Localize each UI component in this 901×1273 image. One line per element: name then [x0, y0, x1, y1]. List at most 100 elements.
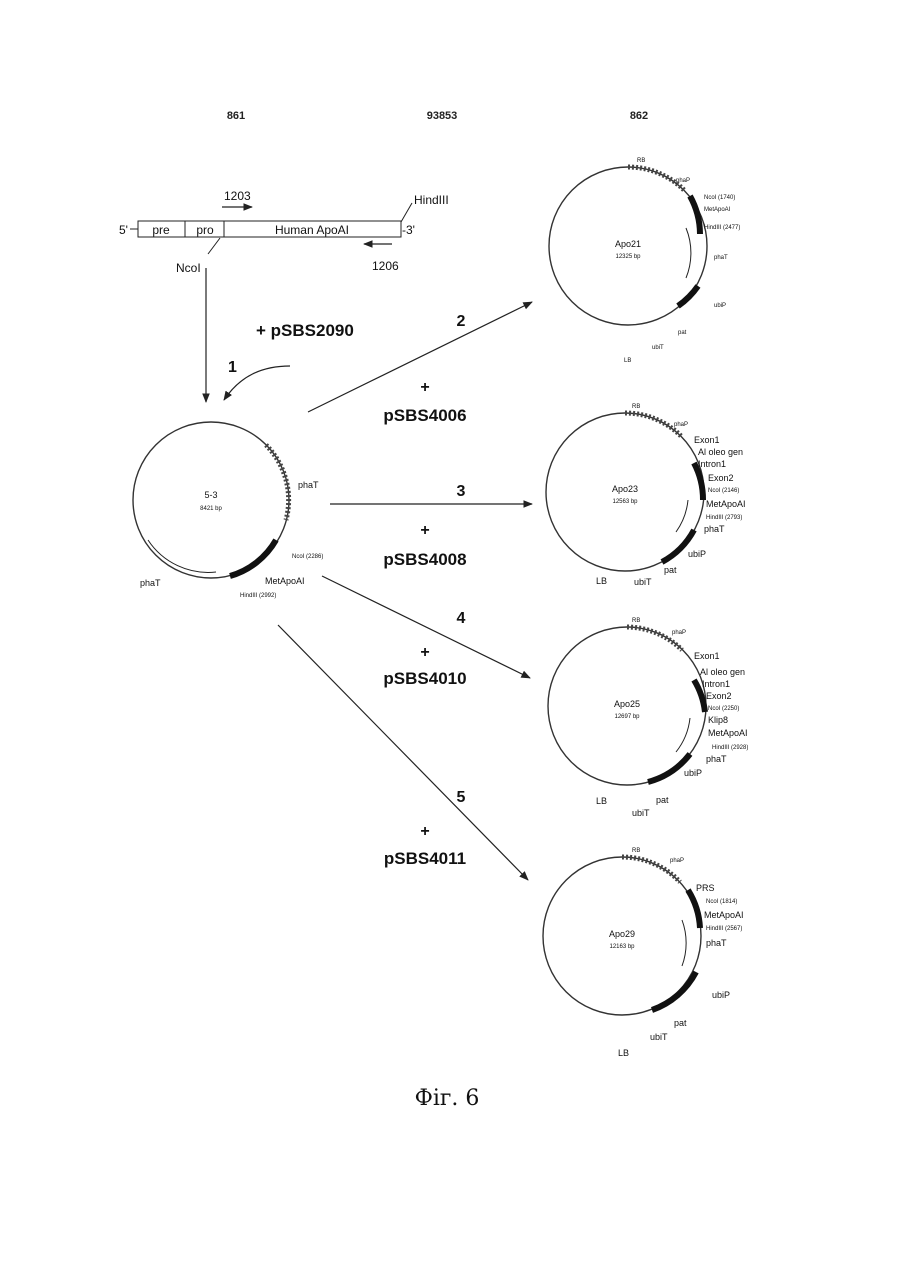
plasmid-5-3-hatched-region — [266, 445, 289, 520]
primer-forward-label: 1203 — [224, 189, 251, 203]
plasmid-5-3-metapoai-segment — [230, 540, 276, 576]
apo23-label-metapoai: MetApoAI — [706, 499, 746, 509]
apo29-label-ubit: ubiT — [650, 1032, 668, 1042]
header-right-number: 862 — [630, 110, 648, 122]
apo29-label-metapoai: MetApoAI — [704, 910, 744, 920]
primer-reverse-label: 1206 — [372, 259, 399, 273]
apo25-label-exon2: Exon2 — [706, 691, 732, 701]
apo23-label-intron1: Intron1 — [698, 459, 726, 469]
apo25-label-pat: pat — [656, 795, 669, 805]
step3-number: 3 — [457, 483, 466, 500]
apo25-label-rb: RB — [632, 618, 640, 624]
site-hindiii-label: HindIII — [414, 193, 449, 207]
plasmid-apo29-metapoai-segment — [688, 890, 700, 928]
apo29-label-hindiii: HindIII (2567) — [706, 926, 742, 932]
plasmid-5-3-hindiii: HindIII (2992) — [240, 593, 276, 599]
plasmid-apo23: Apo23 12563 bp RB phaP Exon1 Al oleo gen… — [546, 404, 746, 587]
site-hindiii-leader — [401, 203, 412, 222]
plasmid-5-3-ncoi: NcoI (2286) — [292, 554, 323, 560]
plasmid-apo29-phat-arc — [682, 920, 686, 966]
plasmid-apo21-metapoai-segment — [690, 196, 700, 234]
apo25-label-phap: phaP — [672, 630, 686, 636]
apo29-label-prs: PRS — [696, 883, 715, 893]
apo21-label-lb: LB — [624, 358, 631, 364]
apo23-label-phat: phaT — [704, 524, 725, 534]
step5-plus: + — [420, 823, 429, 840]
plasmid-apo25: Apo25 12697 bp RB phaP Exon1 Al oleo gen… — [548, 618, 748, 818]
apo21-label-hindiii: HindIII (2477) — [704, 225, 740, 231]
apo25-label-ubip: ubiP — [684, 768, 702, 778]
apo21-label-phat: phaT — [714, 255, 728, 261]
apo21-label-ubit: ubiT — [652, 345, 664, 351]
segment-pro: pro — [196, 223, 214, 237]
apo21-label-ubip: ubiP — [714, 303, 726, 309]
apo29-label-phap: phaP — [670, 858, 684, 864]
plasmid-apo25-name: Apo25 — [614, 699, 640, 709]
step4-plasmid: pSBS4010 — [383, 669, 466, 688]
apo21-label-rb: RB — [637, 158, 645, 164]
step2-plus: + — [420, 379, 429, 396]
plasmid-apo23-size: 12563 bp — [612, 499, 638, 505]
apo25-label-lb: LB — [596, 796, 607, 806]
step3-plasmid: pSBS4008 — [383, 550, 466, 569]
plasmid-apo29-name: Apo29 — [609, 929, 635, 939]
apo23-label-pat: pat — [664, 565, 677, 575]
plasmid-5-3-size: 8421 bp — [200, 506, 222, 512]
apo25-label-hindiii: HindIII (2928) — [712, 745, 748, 751]
apo21-label-metapoai: MetApoAI — [704, 207, 731, 213]
apo25-label-phat: phaT — [706, 754, 727, 764]
plasmid-apo25-size: 12697 bp — [614, 714, 640, 720]
five-prime-label: 5' — [119, 223, 128, 237]
apo21-label-pat: pat — [678, 330, 687, 336]
segment-pre: pre — [152, 223, 170, 237]
apo25-label-exon1: Exon1 — [694, 651, 720, 661]
plasmid-apo23-phat-arc — [676, 500, 688, 532]
apo23-label-exon2: Exon2 — [708, 473, 734, 483]
site-ncoi-leader — [208, 238, 220, 254]
three-prime-label: -3' — [402, 223, 415, 237]
plasmid-apo29-ubip-segment — [652, 972, 696, 1010]
apo25-label-klip8: Klip8 — [708, 715, 728, 725]
apo23-label-ubip: ubiP — [688, 549, 706, 559]
step4-number: 4 — [457, 610, 466, 627]
apo23-label-oleo: Al oleo gen — [698, 447, 743, 457]
plasmid-5-3: 5-3 8421 bp phaT NcoI (2286) MetApoAI Hi… — [133, 422, 323, 599]
plasmid-5-3-phat-left: phaT — [140, 578, 161, 588]
header-center-number: 93853 — [427, 110, 458, 122]
arrow-step4 — [322, 576, 530, 678]
plasmid-apo21-size: 12325 bp — [615, 254, 641, 260]
linear-construct: 5' pre pro Human ApoAI -3' 1203 1206 Nco… — [119, 189, 449, 275]
step3-plus: + — [420, 522, 429, 539]
apo29-label-pat: pat — [674, 1018, 687, 1028]
plasmid-5-3-phat-right: phaT — [298, 480, 319, 490]
step5-plasmid: pSBS4011 — [384, 849, 466, 868]
apo29-label-ncoi: NcoI (1814) — [706, 899, 737, 905]
apo25-label-ubit: ubiT — [632, 808, 650, 818]
plasmid-apo23-hatched-region — [625, 413, 681, 436]
plasmid-apo25-phat-arc — [676, 718, 690, 752]
apo25-label-oleo: Al oleo gen — [700, 667, 745, 677]
apo29-label-phat: phaT — [706, 938, 727, 948]
apo29-label-ubip: ubiP — [712, 990, 730, 1000]
plasmid-5-3-metapoai: MetApoAI — [265, 576, 305, 586]
apo23-label-ubit: ubiT — [634, 577, 652, 587]
apo23-label-ncoi: NcoI (2146) — [708, 488, 739, 494]
construct-box — [138, 221, 401, 237]
step1-number: 1 — [228, 359, 237, 376]
apo23-label-phap: phaP — [674, 422, 688, 428]
plasmid-apo21-ubip-segment — [678, 286, 698, 306]
apo23-label-exon1: Exon1 — [694, 435, 720, 445]
site-ncoi-label: NcoI — [176, 261, 201, 275]
apo23-label-rb: RB — [632, 404, 640, 410]
plasmid-apo21-phat-arc — [686, 228, 691, 278]
apo25-label-intron1: Intron1 — [702, 679, 730, 689]
apo29-label-rb: RB — [632, 848, 640, 854]
step4-plus: + — [420, 644, 429, 661]
header-left-number: 861 — [227, 110, 245, 122]
plasmid-apo23-name: Apo23 — [612, 484, 638, 494]
arrow-step5 — [278, 625, 528, 880]
segment-human-apoai: Human ApoAI — [275, 223, 349, 237]
step2-plasmid: pSBS4006 — [383, 406, 466, 425]
plasmid-apo21-name: Apo21 — [615, 239, 641, 249]
